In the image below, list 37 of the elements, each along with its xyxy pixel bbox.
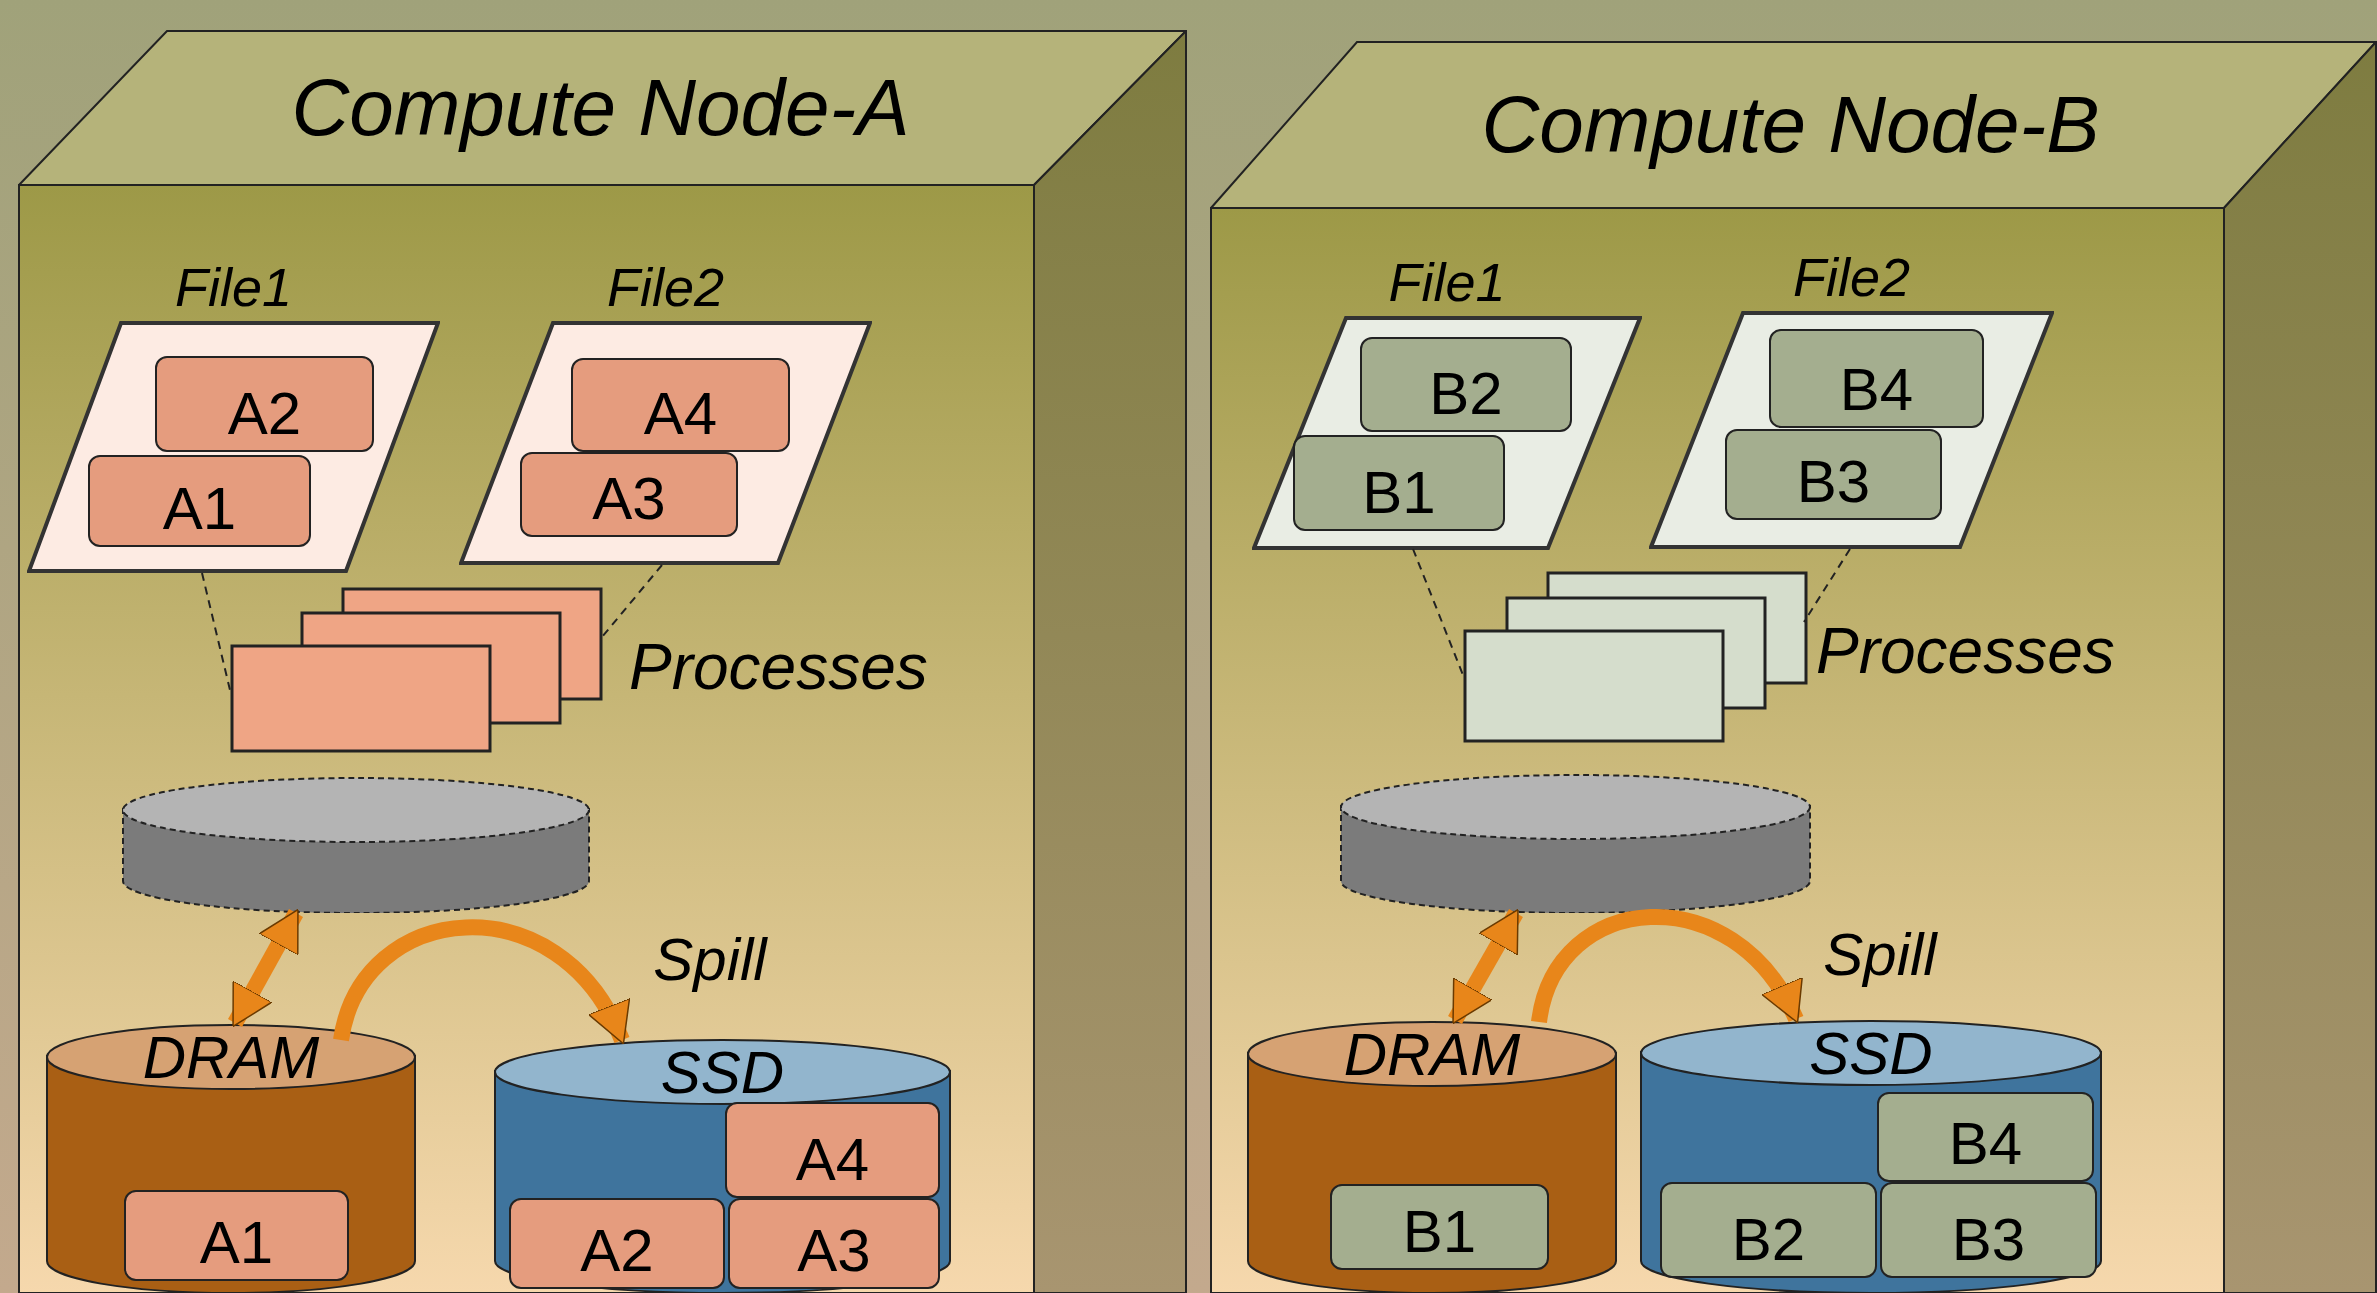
data-chunk: A2 — [155, 356, 374, 452]
data-chunk: B3 — [1725, 429, 1942, 520]
edge-label: Spill — [1823, 920, 1937, 990]
arrow — [228, 908, 303, 1028]
data-chunk: B2 — [1360, 337, 1572, 432]
edge-label: Spill — [653, 925, 767, 995]
file-label: File2 — [1792, 246, 1910, 309]
arrow — [1448, 908, 1523, 1025]
arrow — [333, 919, 630, 1045]
file-label: File1 — [174, 256, 292, 319]
file-label: File2 — [606, 256, 724, 319]
data-chunk: A2 — [509, 1198, 725, 1289]
data-chunk: A1 — [88, 455, 311, 547]
node-title: Compute Node-A — [291, 61, 910, 154]
data-chunk: A3 — [728, 1198, 940, 1289]
file-label: File1 — [1388, 251, 1506, 314]
data-chunk: B4 — [1877, 1092, 2094, 1182]
dashed-connector — [201, 572, 231, 691]
cylinder-label: DRAM — [1343, 1020, 1521, 1090]
dashed-connector — [601, 564, 663, 638]
stack-label: Processes — [1816, 614, 2115, 689]
data-chunk: A4 — [725, 1102, 940, 1198]
data-chunk: A1 — [124, 1190, 349, 1281]
data-chunk: B4 — [1769, 329, 1984, 428]
stack-label: Processes — [629, 630, 928, 705]
dashed-connector — [1803, 548, 1851, 623]
dashed-connector — [1412, 548, 1464, 676]
cylinder-label: SSD — [1809, 1019, 1933, 1089]
node-title: Compute Node-B — [1481, 78, 2100, 171]
cylinder-label: DRAM — [142, 1023, 320, 1093]
data-chunk: A4 — [571, 358, 790, 452]
data-chunk: B1 — [1330, 1184, 1549, 1270]
data-chunk: A3 — [520, 452, 738, 537]
data-chunk: B3 — [1880, 1182, 2097, 1278]
data-chunk: B2 — [1660, 1182, 1877, 1278]
data-chunk: B1 — [1293, 435, 1505, 531]
arrow — [1531, 909, 1804, 1024]
